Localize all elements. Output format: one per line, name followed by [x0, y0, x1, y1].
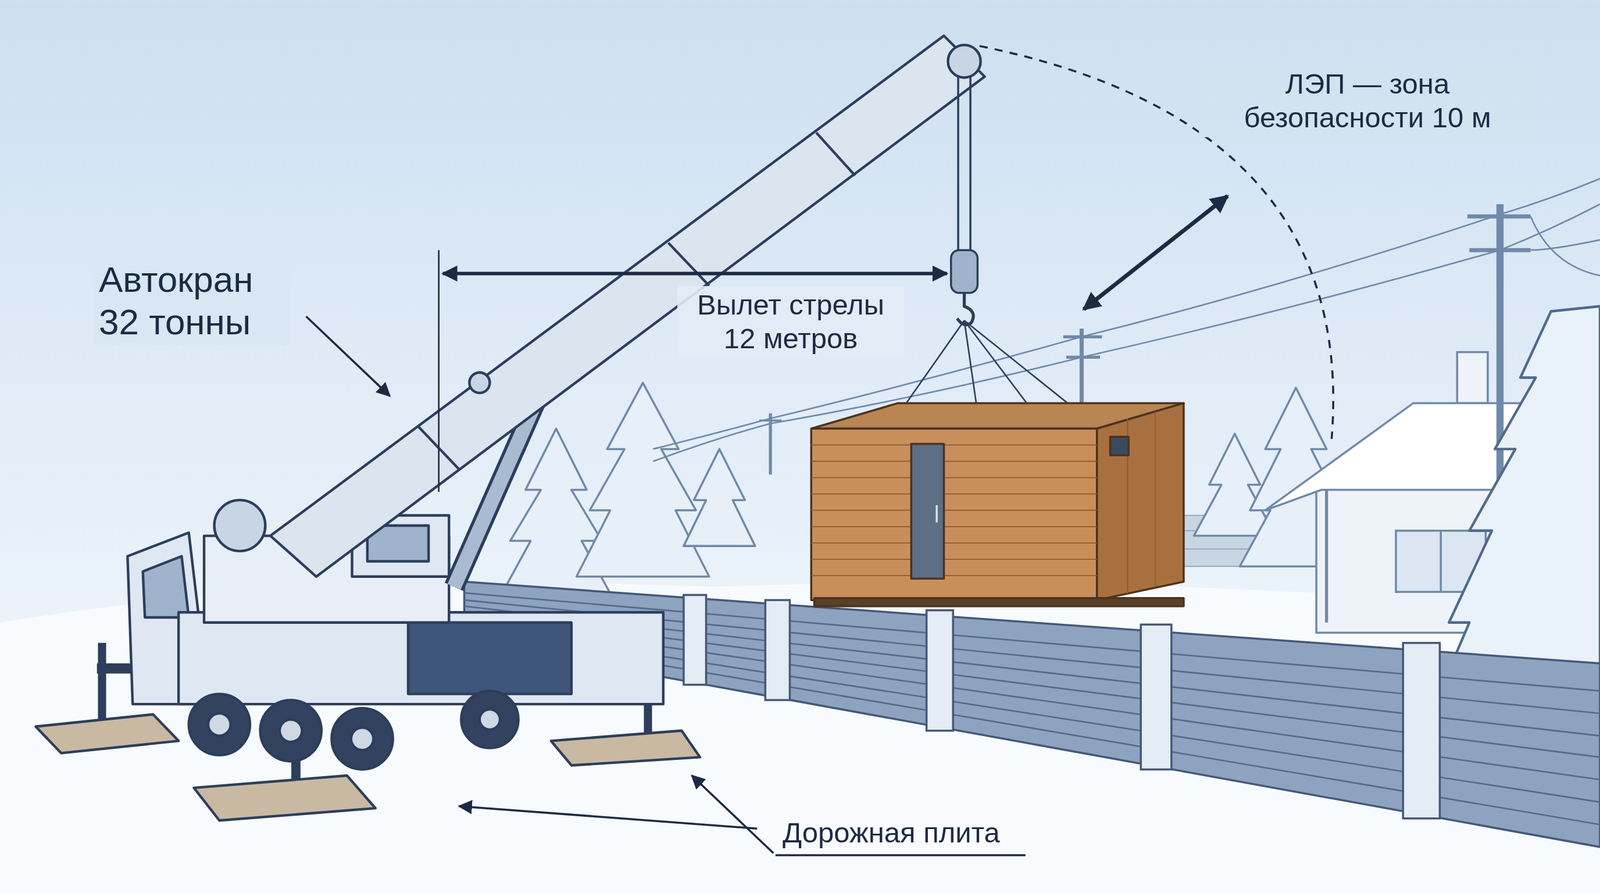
big-tree — [1438, 306, 1600, 695]
callout-label: ЛЭП — зона безопасности 10 м — [1198, 65, 1537, 138]
callout-label: Дорожная плита — [776, 813, 1006, 853]
dimension-and-leaders — [306, 45, 1334, 856]
trees — [500, 382, 1353, 598]
callout-label: Автокран 32 тонны — [93, 255, 291, 346]
container — [811, 402, 1184, 606]
callout-label: Вылет стрелы 12 метров — [677, 286, 905, 359]
hook-and-slings — [889, 76, 1087, 427]
